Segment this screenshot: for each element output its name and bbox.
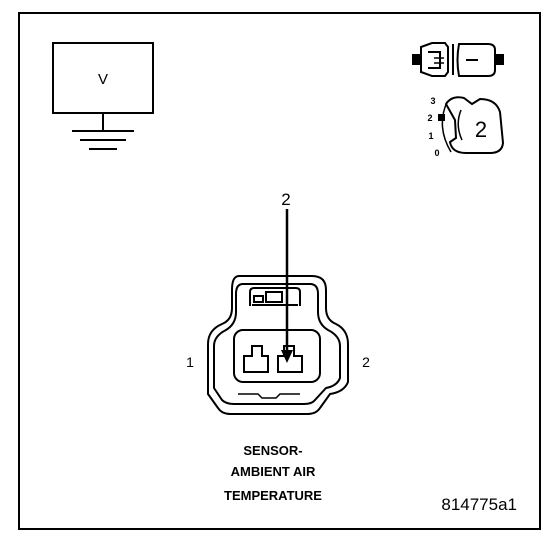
voltmeter-symbol: V [98, 71, 108, 88]
terminal-2-shape [277, 345, 303, 373]
terminal-cavity-area [233, 329, 321, 383]
terminal-1-shape [243, 345, 269, 373]
right-cavity-label: 2 [362, 354, 370, 370]
terminal-probe-shadow [457, 109, 463, 141]
scale-tick: 1 [428, 131, 433, 141]
ground-icon [72, 113, 134, 150]
terminal-position-icon: 3 2 1 0 2 [427, 96, 505, 158]
probe-terminal-label: 2 [281, 190, 290, 209]
scale-marker [438, 114, 445, 121]
component-caption-line: TEMPERATURE [224, 488, 322, 503]
connector-housing-outer [206, 275, 349, 415]
component-caption-line: SENSOR- [243, 443, 302, 458]
diagram-border [18, 12, 541, 530]
connector-face [206, 275, 349, 415]
scale-tick: 0 [434, 148, 439, 158]
figure-id: 814775a1 [441, 495, 517, 514]
latch-tab [253, 295, 264, 303]
scale-tick: 2 [427, 113, 432, 123]
voltmeter: V [52, 42, 154, 150]
connector-housing-inner [213, 283, 341, 405]
left-cavity-label: 1 [186, 354, 194, 370]
scale-arc [441, 101, 452, 153]
connector-latch [249, 287, 301, 306]
probe-connector-icon [412, 42, 504, 77]
latch-tab [265, 291, 283, 303]
component-caption-line: AMBIENT AIR [231, 464, 316, 479]
position-number: 2 [475, 117, 487, 142]
probe-arrow [281, 209, 293, 363]
scale-tick: 3 [430, 96, 435, 106]
